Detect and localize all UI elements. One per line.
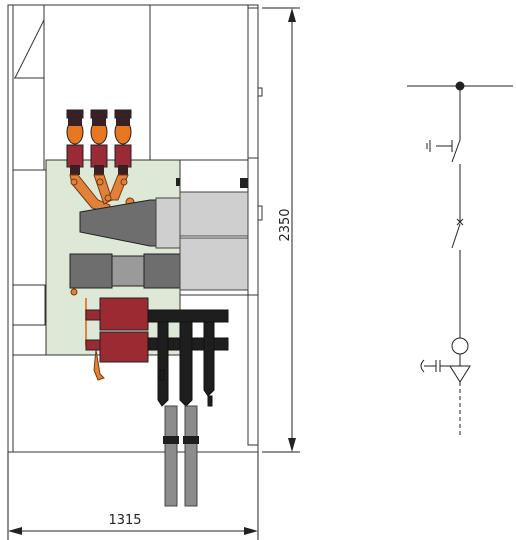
cable-bar-upper	[147, 309, 229, 323]
breaker-upper	[79, 191, 249, 249]
mechanism-lower	[179, 237, 249, 291]
bushing-phase-2	[90, 109, 108, 175]
mechanism-latch	[176, 178, 180, 186]
breaker-x-icon	[456, 218, 464, 226]
breaker-upper-housing	[155, 197, 181, 249]
busbar-bushings	[66, 109, 132, 175]
width-dimension	[7, 452, 259, 540]
mechanism-upper	[179, 191, 249, 237]
door-lower	[247, 294, 259, 446]
ct-upper	[99, 297, 149, 331]
disconnector-icon	[451, 139, 461, 163]
breaker-lower-end	[143, 253, 181, 289]
cable-clamp-3	[207, 395, 213, 407]
door-upper	[247, 7, 259, 159]
ct-lower	[99, 331, 149, 363]
cable-clamp-1	[159, 369, 165, 381]
bushing-phase-3	[114, 109, 132, 175]
link-pivot-4	[104, 194, 112, 202]
cable-1	[164, 405, 178, 507]
height-dimension	[262, 7, 300, 453]
cabinet	[7, 4, 263, 453]
cables	[163, 405, 199, 507]
earth-switch-icon	[426, 140, 453, 152]
width-arrow-left	[8, 527, 22, 535]
earth-link	[93, 349, 105, 381]
cable-gland-2	[183, 436, 199, 444]
link-pivot-2	[96, 178, 104, 186]
lv-box	[12, 284, 46, 326]
cable-gland-1	[163, 436, 179, 444]
single-line-diagram	[407, 81, 513, 435]
bushing-phase-1	[66, 109, 84, 175]
cable-phase-3	[203, 321, 215, 397]
cable-2	[184, 405, 198, 507]
indicator-lamp	[240, 178, 248, 188]
breaker-pivot	[70, 288, 78, 296]
door-hinge	[257, 87, 263, 97]
link-pivot-1	[70, 178, 78, 186]
breaker-lower	[69, 237, 249, 296]
cable-phase-1	[157, 321, 169, 407]
breaker-switch-icon	[451, 223, 461, 249]
cable-terminations	[147, 309, 229, 407]
busbar-links	[69, 174, 135, 213]
height-label: 2350	[278, 208, 293, 241]
breaker-lower-body	[69, 253, 113, 289]
ct-terminal-upper	[85, 309, 101, 321]
capacitor-icon	[420, 359, 450, 373]
height-arrow-bottom	[288, 438, 296, 452]
cable-termination-icon	[449, 365, 471, 383]
lv-diagonal	[14, 19, 45, 79]
ct-terminal-lower	[85, 339, 101, 351]
width-label: 1315	[108, 513, 141, 528]
height-arrow-top	[288, 8, 296, 22]
cable-phase-2	[179, 321, 193, 407]
ct-icon	[451, 337, 469, 355]
link-pivot-3	[120, 178, 128, 186]
door-handle	[257, 205, 263, 221]
current-transformer	[85, 297, 149, 363]
breaker-lower-mid	[111, 255, 145, 287]
width-arrow-right	[244, 527, 258, 535]
